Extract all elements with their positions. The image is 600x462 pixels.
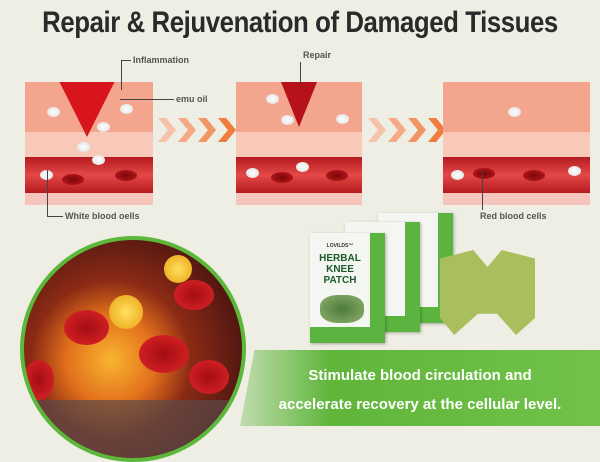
label-red-blood-cells: Red blood cells: [480, 211, 547, 221]
label-emu-oil: emu oil: [176, 94, 208, 104]
label-repair: Repair: [303, 50, 332, 60]
product-brand: LOVILDS™: [326, 243, 354, 249]
label-white-blood-cells: White blood oells: [65, 211, 140, 221]
knee-patch-image: [440, 250, 535, 335]
page-title: Repair & Rejuvenation of Damaged Tissues: [42, 6, 558, 39]
progress-arrows-2: [368, 118, 446, 142]
banner-line-2: accelerate recovery at the cellular leve…: [278, 396, 562, 413]
tissue-panel-repair: [236, 82, 362, 205]
benefit-banner: [240, 350, 600, 426]
tissue-panel-healed: [443, 82, 590, 205]
white-blood-cell: [40, 170, 53, 180]
label-inflammation: Inflammation: [133, 55, 190, 65]
product-box-front: LOVILDS™ HERBAL KNEE PATCH: [310, 233, 385, 343]
banner-line-1: Stimulate blood circulation and: [308, 367, 532, 384]
blood-vessel-closeup-image: [20, 236, 246, 462]
tissue-panel-inflamed: [25, 82, 153, 205]
product-name: HERBAL KNEE PATCH: [319, 253, 361, 286]
progress-arrows: [158, 118, 236, 142]
